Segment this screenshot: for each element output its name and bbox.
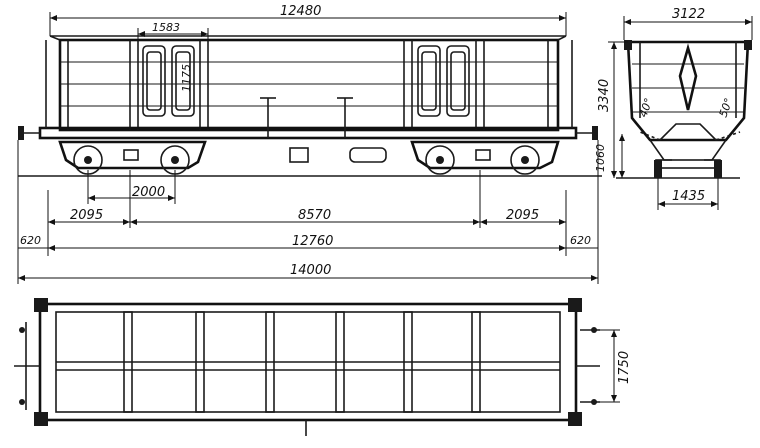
side-dimensions: 12480 1583 1175 2000 2095 8570 2095 620 <box>17 4 599 284</box>
dim-angle-right: 50° <box>717 96 736 119</box>
dim-overhang-right: 2095 <box>506 208 539 223</box>
dim-wheelbase: 2000 <box>132 185 165 200</box>
plan-view <box>14 298 600 436</box>
side-elevation <box>18 35 602 177</box>
end-body-outline <box>626 40 750 142</box>
dim-overhang-left: 2095 <box>70 208 103 223</box>
dim-coupler-height: 1060 <box>594 144 607 172</box>
door-right <box>417 45 470 117</box>
plan-dimensions: 1750 <box>596 329 632 403</box>
dim-buffer-left: 620 <box>20 234 41 247</box>
car-body-outline <box>58 38 560 132</box>
dim-track-gauge: 1435 <box>672 189 705 204</box>
dim-bogie-centers: 8570 <box>298 208 331 223</box>
dim-frame-length: 12760 <box>292 234 333 249</box>
dim-height: 3340 <box>597 79 612 112</box>
plan-crossmembers <box>123 311 481 413</box>
end-dimensions: 3122 3340 1060 1435 <box>594 7 753 210</box>
dim-plan-width: 1750 <box>617 351 632 384</box>
door-left <box>142 45 195 117</box>
dim-door-height: 1175 <box>180 64 193 92</box>
dim-door-width: 1583 <box>152 21 180 34</box>
end-view: 40° 50° <box>616 40 752 179</box>
dim-overall-length: 14000 <box>290 263 331 278</box>
side-stakes <box>67 40 549 130</box>
dim-width: 3122 <box>672 7 705 22</box>
plan-frame-outline <box>38 302 578 422</box>
bogie-right <box>410 140 560 175</box>
bogie-left <box>58 140 207 175</box>
dim-buffer-right: 620 <box>570 234 591 247</box>
dim-angle-left: 40° <box>637 96 656 119</box>
dim-body-length: 12480 <box>280 4 321 19</box>
